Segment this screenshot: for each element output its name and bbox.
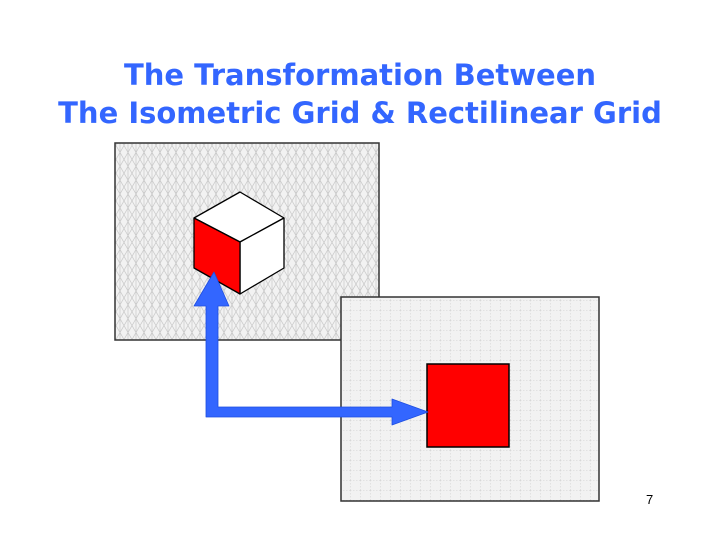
slide-title: The Transformation Between The Isometric…: [0, 56, 720, 132]
isometric-grid-panel: [114, 142, 380, 341]
isometric-cube: [193, 191, 285, 295]
cube-red-face: [193, 217, 241, 295]
red-square: [426, 363, 510, 448]
slide-number: 7: [646, 492, 654, 507]
title-line-1: The Transformation Between: [123, 58, 597, 92]
transformation-arrow: [193, 271, 429, 426]
title-line-2: The Isometric Grid & Rectilinear Grid: [58, 96, 662, 130]
